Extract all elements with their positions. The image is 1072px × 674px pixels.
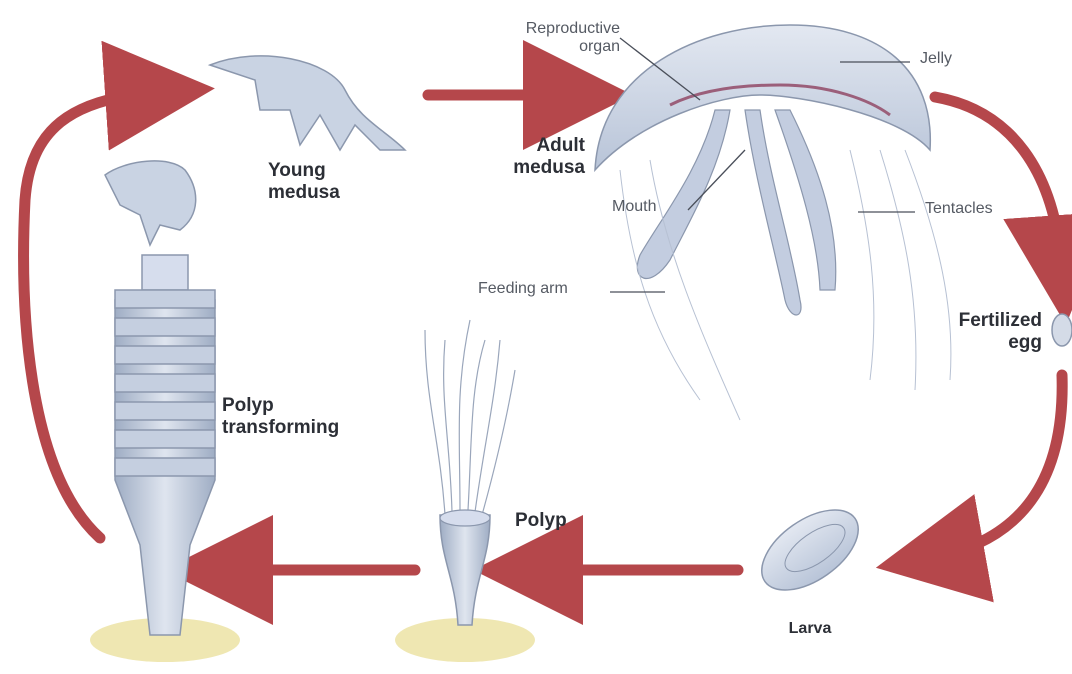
young-medusa-illustration bbox=[105, 56, 405, 245]
label-young-medusa: Young medusa bbox=[268, 160, 340, 204]
label-adult-medusa: Adult medusa bbox=[455, 135, 585, 179]
polyp-transforming-illustration bbox=[115, 255, 215, 635]
polyp-illustration bbox=[425, 320, 515, 625]
label-larva: Larva bbox=[770, 620, 850, 638]
label-jelly: Jelly bbox=[920, 50, 952, 68]
adult-medusa-illustration bbox=[595, 25, 951, 420]
label-mouth: Mouth bbox=[612, 198, 656, 216]
label-polyp: Polyp bbox=[515, 510, 567, 532]
label-reproductive-organ: Reproductive organ bbox=[470, 20, 620, 57]
fertilized-egg-illustration bbox=[1052, 314, 1072, 346]
label-feeding-arm: Feeding arm bbox=[478, 280, 568, 298]
label-fertilized-egg: Fertilized egg bbox=[920, 310, 1042, 354]
label-tentacles: Tentacles bbox=[925, 200, 993, 218]
larva-illustration bbox=[748, 494, 873, 606]
label-polyp-transforming: Polyp transforming bbox=[222, 395, 339, 439]
arrow-adult-to-egg bbox=[935, 97, 1062, 270]
arrow-egg-to-larva bbox=[930, 375, 1062, 558]
